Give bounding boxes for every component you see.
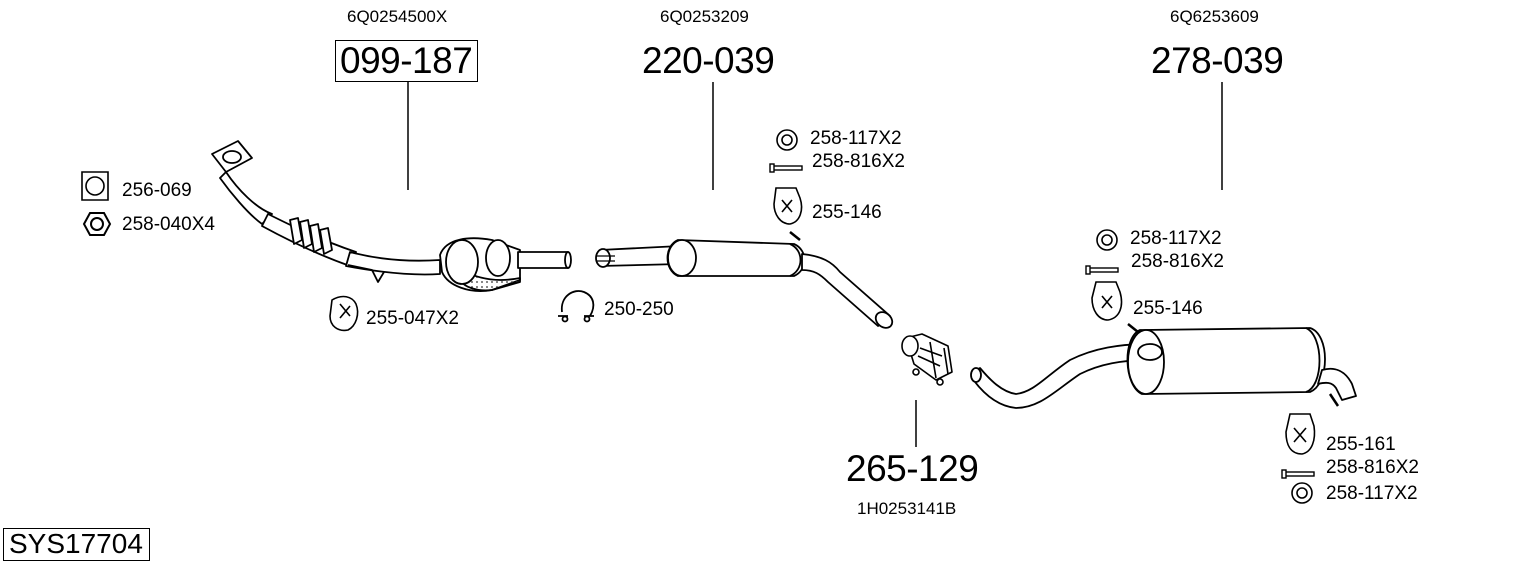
rubber-hanger-icon [773,187,1316,455]
accessory-label-center-bolt[interactable]: 258-816X2 [812,151,905,172]
pipe-clamp-icon [558,290,595,323]
accessory-label-clamp[interactable]: 250-250 [604,299,674,320]
part-number-catalytic-converter[interactable]: 099-187 [335,40,479,82]
accessory-label-cat-gasket[interactable]: 256-069 [122,180,192,201]
part-number-connector-pipe[interactable]: 265-129 [846,448,979,489]
accessory-label-tail-hanger[interactable]: 255-161 [1326,434,1396,455]
accessory-label-rear-hanger[interactable]: 255-146 [1133,298,1203,319]
hex-nut-icon [82,212,112,236]
center-silencer-drawing[interactable] [595,231,895,331]
seal-ring-icon [776,129,1313,504]
gasket-icon [81,171,109,201]
accessory-label-center-ring[interactable]: 258-117X2 [810,128,902,149]
oem-number-center-silencer: 6Q0253209 [660,7,749,26]
accessory-label-tail-ring[interactable]: 258-117X2 [1326,483,1418,504]
system-code: SYS17704 [3,528,150,561]
accessory-label-rear-ring[interactable]: 258-117X2 [1130,228,1222,249]
catalytic-converter-drawing[interactable] [211,140,572,292]
accessory-label-tail-bolt[interactable]: 258-816X2 [1326,457,1419,478]
leader-lines [407,82,1223,447]
accessory-label-center-hanger[interactable]: 255-146 [812,202,882,223]
oem-number-catalytic-converter: 6Q0254500X [347,7,448,26]
oem-number-rear-silencer: 6Q6253609 [1170,7,1259,26]
part-number-center-silencer[interactable]: 220-039 [642,40,775,81]
connector-pipe-drawing[interactable] [901,333,953,386]
accessory-label-rear-bolt[interactable]: 258-816X2 [1131,251,1224,272]
accessory-label-cat-nut[interactable]: 258-040X4 [122,214,215,235]
rubber-hanger-icon [329,295,359,332]
bolt-icon [769,163,1315,479]
oem-number-connector-pipe: 1H0253141B [857,499,957,518]
part-number-rear-silencer[interactable]: 278-039 [1151,40,1284,81]
rear-silencer-drawing[interactable] [970,323,1357,409]
accessory-label-cat-hanger[interactable]: 255-047X2 [366,308,459,329]
